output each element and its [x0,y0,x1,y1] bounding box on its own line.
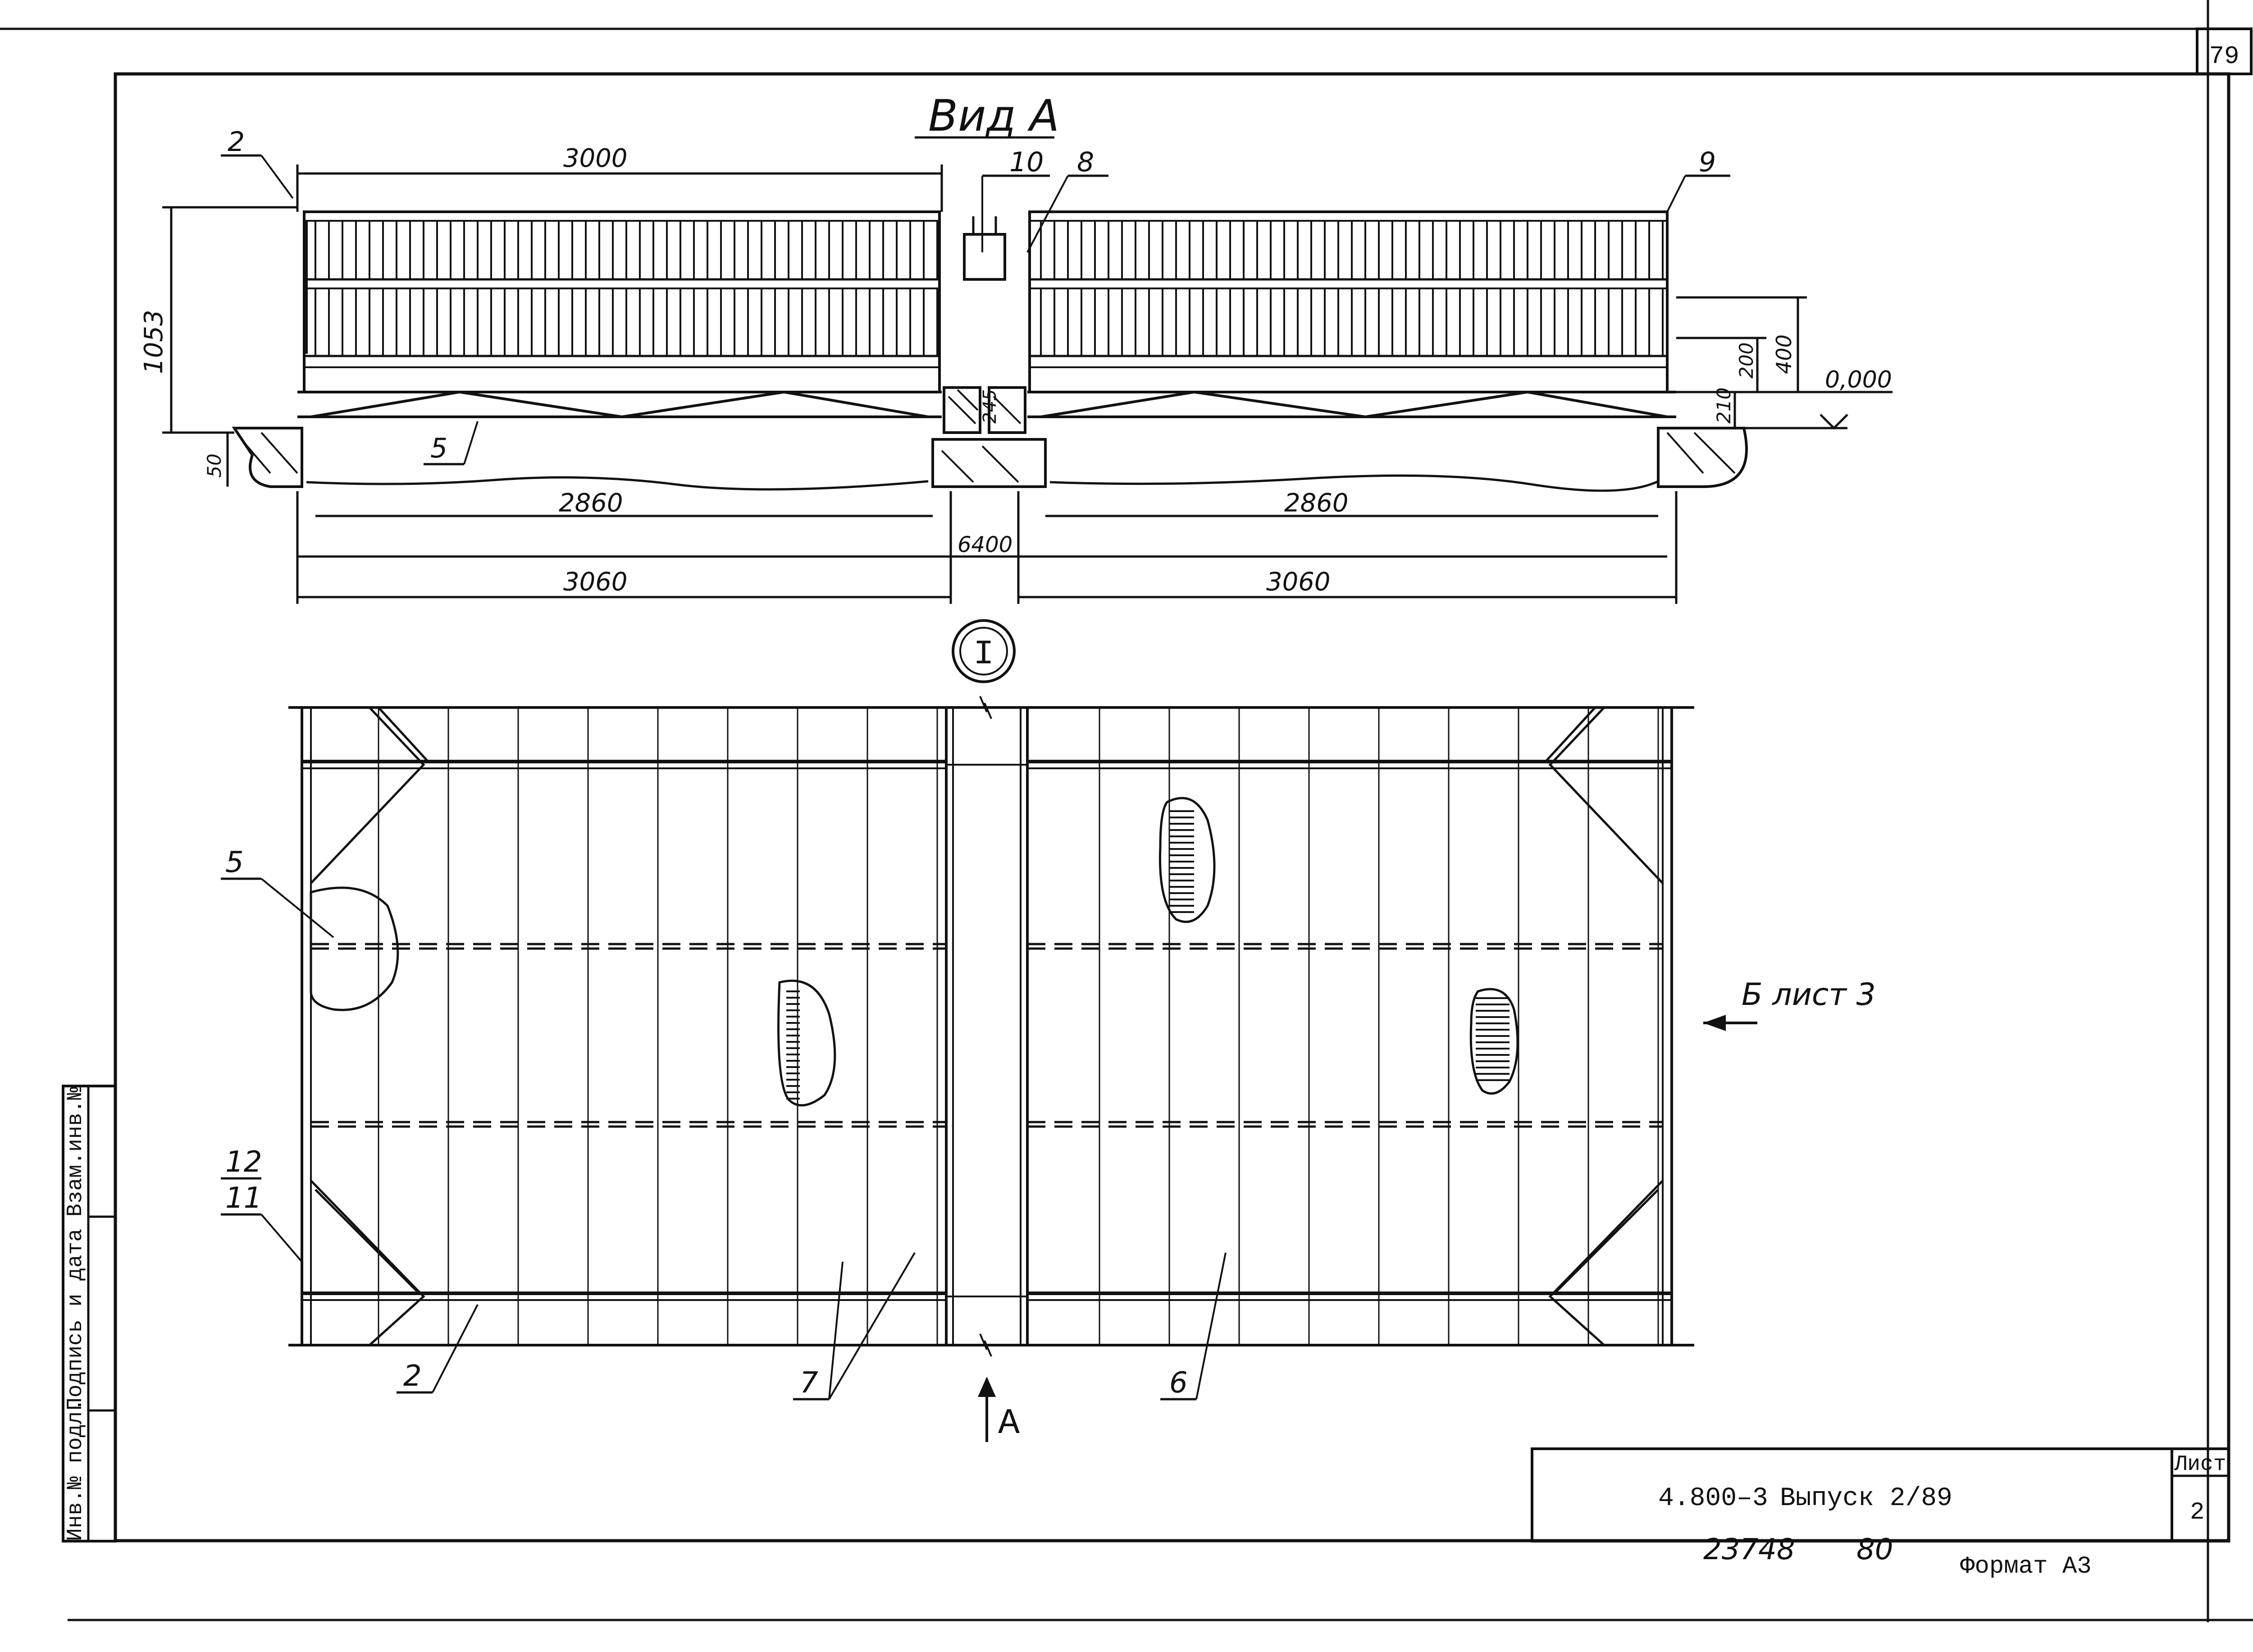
dim-200: 200 [1735,342,1757,379]
view-arrow-a: А [978,1377,1020,1444]
railing-left [303,210,941,393]
callout-6: 6 [1169,1366,1188,1400]
callout-11: 11 [225,1182,262,1215]
title-block: 4.800–3 Выпуск 2/89 Лист 2 23748 80 Форм… [1531,1447,2230,1580]
elevation-dim-labels: 3000 1053 2860 2860 6400 3060 3060 400 2… [139,144,1892,597]
dim-245: 245 [980,389,1000,424]
elevation-callouts: 2 10 8 9 5 [221,126,1730,465]
railing-right [1028,210,1669,393]
center-support [943,216,1026,434]
plan-dashed-beams [311,943,1663,1128]
plan-corner-braces [310,707,1664,1346]
page-number-box: 79 [2196,27,2253,75]
callout-10: 10 [1009,146,1044,178]
doc-issue: Выпуск 2/89 [1780,1484,1952,1513]
dim-210: 210 [1713,388,1735,424]
doc-code: 4.800–3 [1658,1484,1768,1513]
side-stamp: Инв.№ подл. Подпись и дата Взам.инв.№ [62,1085,117,1542]
format-label: Формат А3 [1960,1553,2092,1580]
railing-balusters [315,222,1664,355]
dim-6400: 6400 [958,532,1012,557]
callout-2-top: 2 [228,126,245,158]
abutments [232,427,1748,488]
plan-view: А Б лист 3 5 12 11 2 7 6 [221,696,1876,1444]
page-number: 79 [2209,42,2239,71]
archive-page: 80 [1856,1533,1893,1566]
section-marker: I [952,619,1016,683]
callout-2-plan: 2 [403,1360,422,1393]
reference-label: Б лист 3 [1742,977,1876,1013]
callout-7: 7 [800,1366,818,1400]
callout-12: 12 [225,1145,262,1179]
sheet-number: 2 [2190,1499,2204,1526]
dim-50: 50 [203,454,225,478]
level-mark: 0,000 [1825,366,1892,393]
plan-cutouts [310,797,1519,1107]
sheet-label: Лист [2174,1452,2226,1477]
deck-truss [297,390,1676,419]
section-marker-text: I [973,635,994,674]
dim-2860-right: 2860 [1284,488,1349,518]
stamp-sign-label: Подпись и дата [64,1229,88,1410]
plan-callouts: 5 12 11 2 7 6 [221,846,1227,1401]
dim-400: 400 [1772,334,1796,374]
elevation-view: 3000 1053 2860 2860 6400 3060 3060 400 2… [139,126,1893,604]
archive-number: 23748 [1703,1533,1795,1566]
view-a-title: Вид А [915,91,1059,141]
ground-line [306,474,1659,492]
reference-arrow: Б лист 3 [1703,977,1876,1031]
callout-5-plan: 5 [225,846,244,879]
callout-5-top: 5 [430,433,447,464]
dim-2860-left: 2860 [559,488,623,518]
plan-outline [288,706,1694,1346]
dim-3060-right: 3060 [1266,567,1331,597]
dim-1053: 1053 [139,310,169,374]
stamp-inv-label: Инв.№ подл. [64,1398,88,1541]
plan-break-marks [979,696,992,1357]
dim-3000: 3000 [563,144,628,173]
elevation-dimensions [162,164,1893,604]
stamp-replace-label: Взам.инв.№ [64,1087,88,1217]
plan-cutout-hatch [786,810,1510,1100]
view-title: Вид А [928,91,1059,141]
plan-deck-boards [378,707,1659,1345]
callout-8: 8 [1077,146,1094,178]
callout-9: 9 [1699,146,1716,178]
dim-3060-left: 3060 [563,567,628,597]
view-arrow-a-label: А [998,1403,1020,1444]
